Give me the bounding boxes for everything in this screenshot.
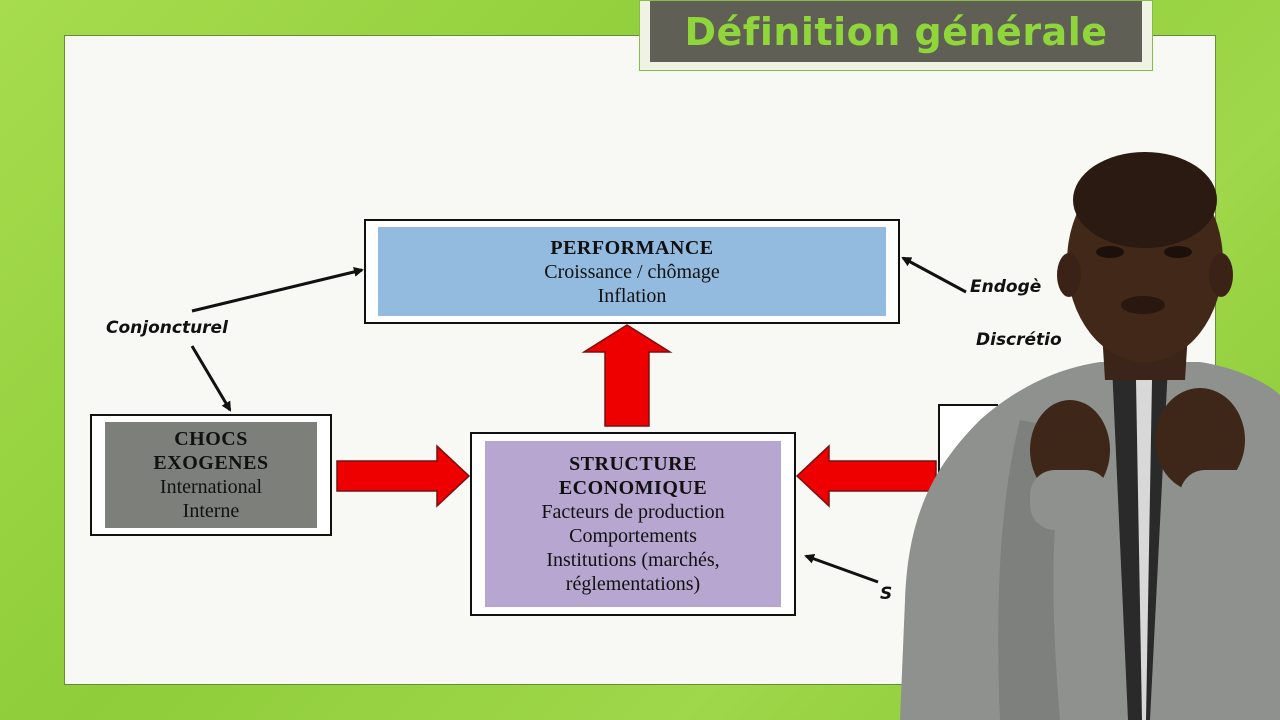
- structure-economique-fill: STRUCTURE ECONOMIQUE Facteurs de product…: [485, 441, 781, 607]
- chocs-heading-2: EXOGENES: [153, 452, 269, 474]
- label-endogene: Endogè: [970, 277, 1042, 297]
- structure-line-2: Comportements: [569, 525, 697, 547]
- structure-line-4: réglementations): [565, 573, 701, 595]
- performance-line-1: Croissance / chômage: [544, 260, 720, 283]
- label-partial-s: S: [880, 584, 893, 604]
- structure-heading-2: ECONOMIQUE: [558, 477, 708, 499]
- red-arrow-up: [581, 324, 673, 427]
- structure-line-3: Institutions (marchés,: [546, 549, 720, 571]
- red-arrow-left: [795, 444, 937, 508]
- structure-line-1: Facteurs de production: [541, 501, 725, 523]
- presenter-right-hand: [1155, 388, 1245, 492]
- chocs-exogenes-fill: CHOCS EXOGENES International Interne: [105, 422, 317, 528]
- chocs-exogenes-box: CHOCS EXOGENES International Interne: [90, 414, 332, 536]
- chocs-heading-1: CHOCS: [174, 428, 248, 450]
- slide-title-box: Définition générale: [639, 0, 1153, 71]
- performance-heading: PERFORMANCE: [550, 236, 714, 259]
- slide-title: Définition générale: [684, 9, 1108, 54]
- structure-heading-1: STRUCTURE: [569, 453, 697, 475]
- red-arrow-right: [336, 444, 471, 508]
- chocs-line-1: International: [159, 476, 263, 498]
- performance-box: PERFORMANCE Croissance / chômage Inflati…: [364, 219, 900, 324]
- performance-line-2: Inflation: [597, 284, 667, 307]
- slide-title-banner: Définition générale: [650, 1, 1142, 62]
- structure-economique-box: STRUCTURE ECONOMIQUE Facteurs de product…: [470, 432, 796, 616]
- label-conjoncturel: Conjoncturel: [106, 318, 228, 338]
- arrow-s-to-structure: [804, 554, 879, 584]
- arrow-endogene-to-performance: [901, 256, 967, 294]
- performance-fill: PERFORMANCE Croissance / chômage Inflati…: [378, 227, 886, 316]
- chocs-line-2: Interne: [182, 500, 240, 522]
- arrow-conjoncturel-to-performance: [191, 267, 364, 313]
- arrow-conjoncturel-to-chocs: [190, 345, 232, 412]
- label-discretion: Discrétio: [976, 330, 1062, 350]
